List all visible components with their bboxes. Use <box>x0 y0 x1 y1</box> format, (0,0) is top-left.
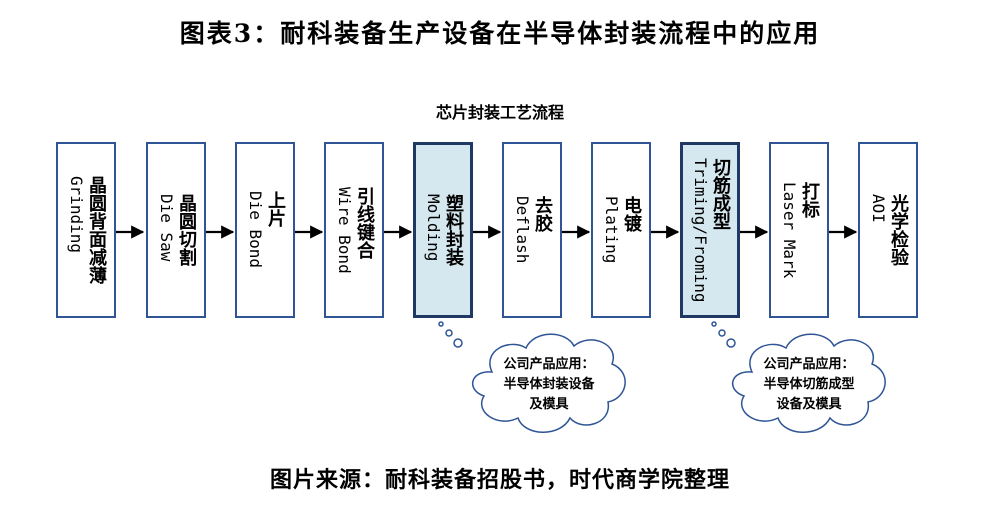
step-label-zh: 引线键合 <box>354 186 375 259</box>
step-label-en: Die Bond <box>246 191 265 269</box>
step-plating: 电镀 Plating <box>591 142 651 318</box>
step-label-zh: 塑料封装 <box>443 194 464 266</box>
callout-text-1: 公司产品应用： 半导体封装设备 及模具 <box>482 355 616 415</box>
callout-line: 设备及模具 <box>776 397 842 412</box>
step-wire-bond: 引线键合 Wire Bond <box>324 142 384 318</box>
callout-line: 公司产品应用： <box>503 357 595 372</box>
step-laser-mark: 打标 Laser Mark <box>769 142 829 318</box>
step-label-zh: 晶圆背面减薄 <box>86 176 107 284</box>
step-label-en: Wire Bond <box>335 186 354 274</box>
step-aoi: 光学检验 AOI <box>858 142 918 318</box>
step-label-en: Triming/Froming <box>691 157 710 303</box>
step-label-zh: 晶圆切割 <box>176 194 197 266</box>
callout-line: 公司产品应用： <box>763 357 855 372</box>
step-label-zh: 打标 <box>799 181 820 218</box>
step-die-bond: 上片 Die Bond <box>235 142 295 318</box>
source-note: 图片来源：耐科装备招股书，时代商学院整理 <box>269 467 730 493</box>
step-label-zh: 去胶 <box>532 196 553 233</box>
step-label-en: Plating <box>602 196 621 264</box>
figure-title: 图表3：耐科装备生产设备在半导体封装流程中的应用 <box>179 19 821 48</box>
callout-line: 及模具 <box>529 397 569 412</box>
step-triming-froming: 切筋成型 Triming/Froming <box>680 142 740 318</box>
step-label-en: Laser Mark <box>780 181 799 279</box>
step-label-en: Die Saw <box>157 194 176 262</box>
callout-text-2: 公司产品应用： 半导体切筋成型 设备及模具 <box>742 355 876 415</box>
step-label-zh: 电镀 <box>621 196 642 233</box>
callout-cloud-2 <box>711 321 886 433</box>
step-label-zh: 切筋成型 <box>710 157 731 230</box>
flow-title: 芯片封装工艺流程 <box>435 103 564 122</box>
step-molding: 塑料封装 Molding <box>413 142 473 318</box>
callout-line: 半导体封装设备 <box>503 377 595 392</box>
step-deflash: 去胶 Deflash <box>502 142 562 318</box>
step-label-zh: 光学检验 <box>888 194 909 266</box>
step-label-en: Grinding <box>67 176 86 254</box>
step-label-en: AOI <box>869 194 888 223</box>
step-label-en: Molding <box>424 194 443 262</box>
step-label-en: Deflash <box>513 196 532 264</box>
step-label-zh: 上片 <box>265 191 286 228</box>
callout-line: 半导体切筋成型 <box>763 377 855 392</box>
callout-cloud-1 <box>438 321 626 433</box>
step-die-saw: 晶圆切割 Die Saw <box>146 142 206 318</box>
step-grinding: 晶圆背面减薄 Grinding <box>56 142 116 318</box>
